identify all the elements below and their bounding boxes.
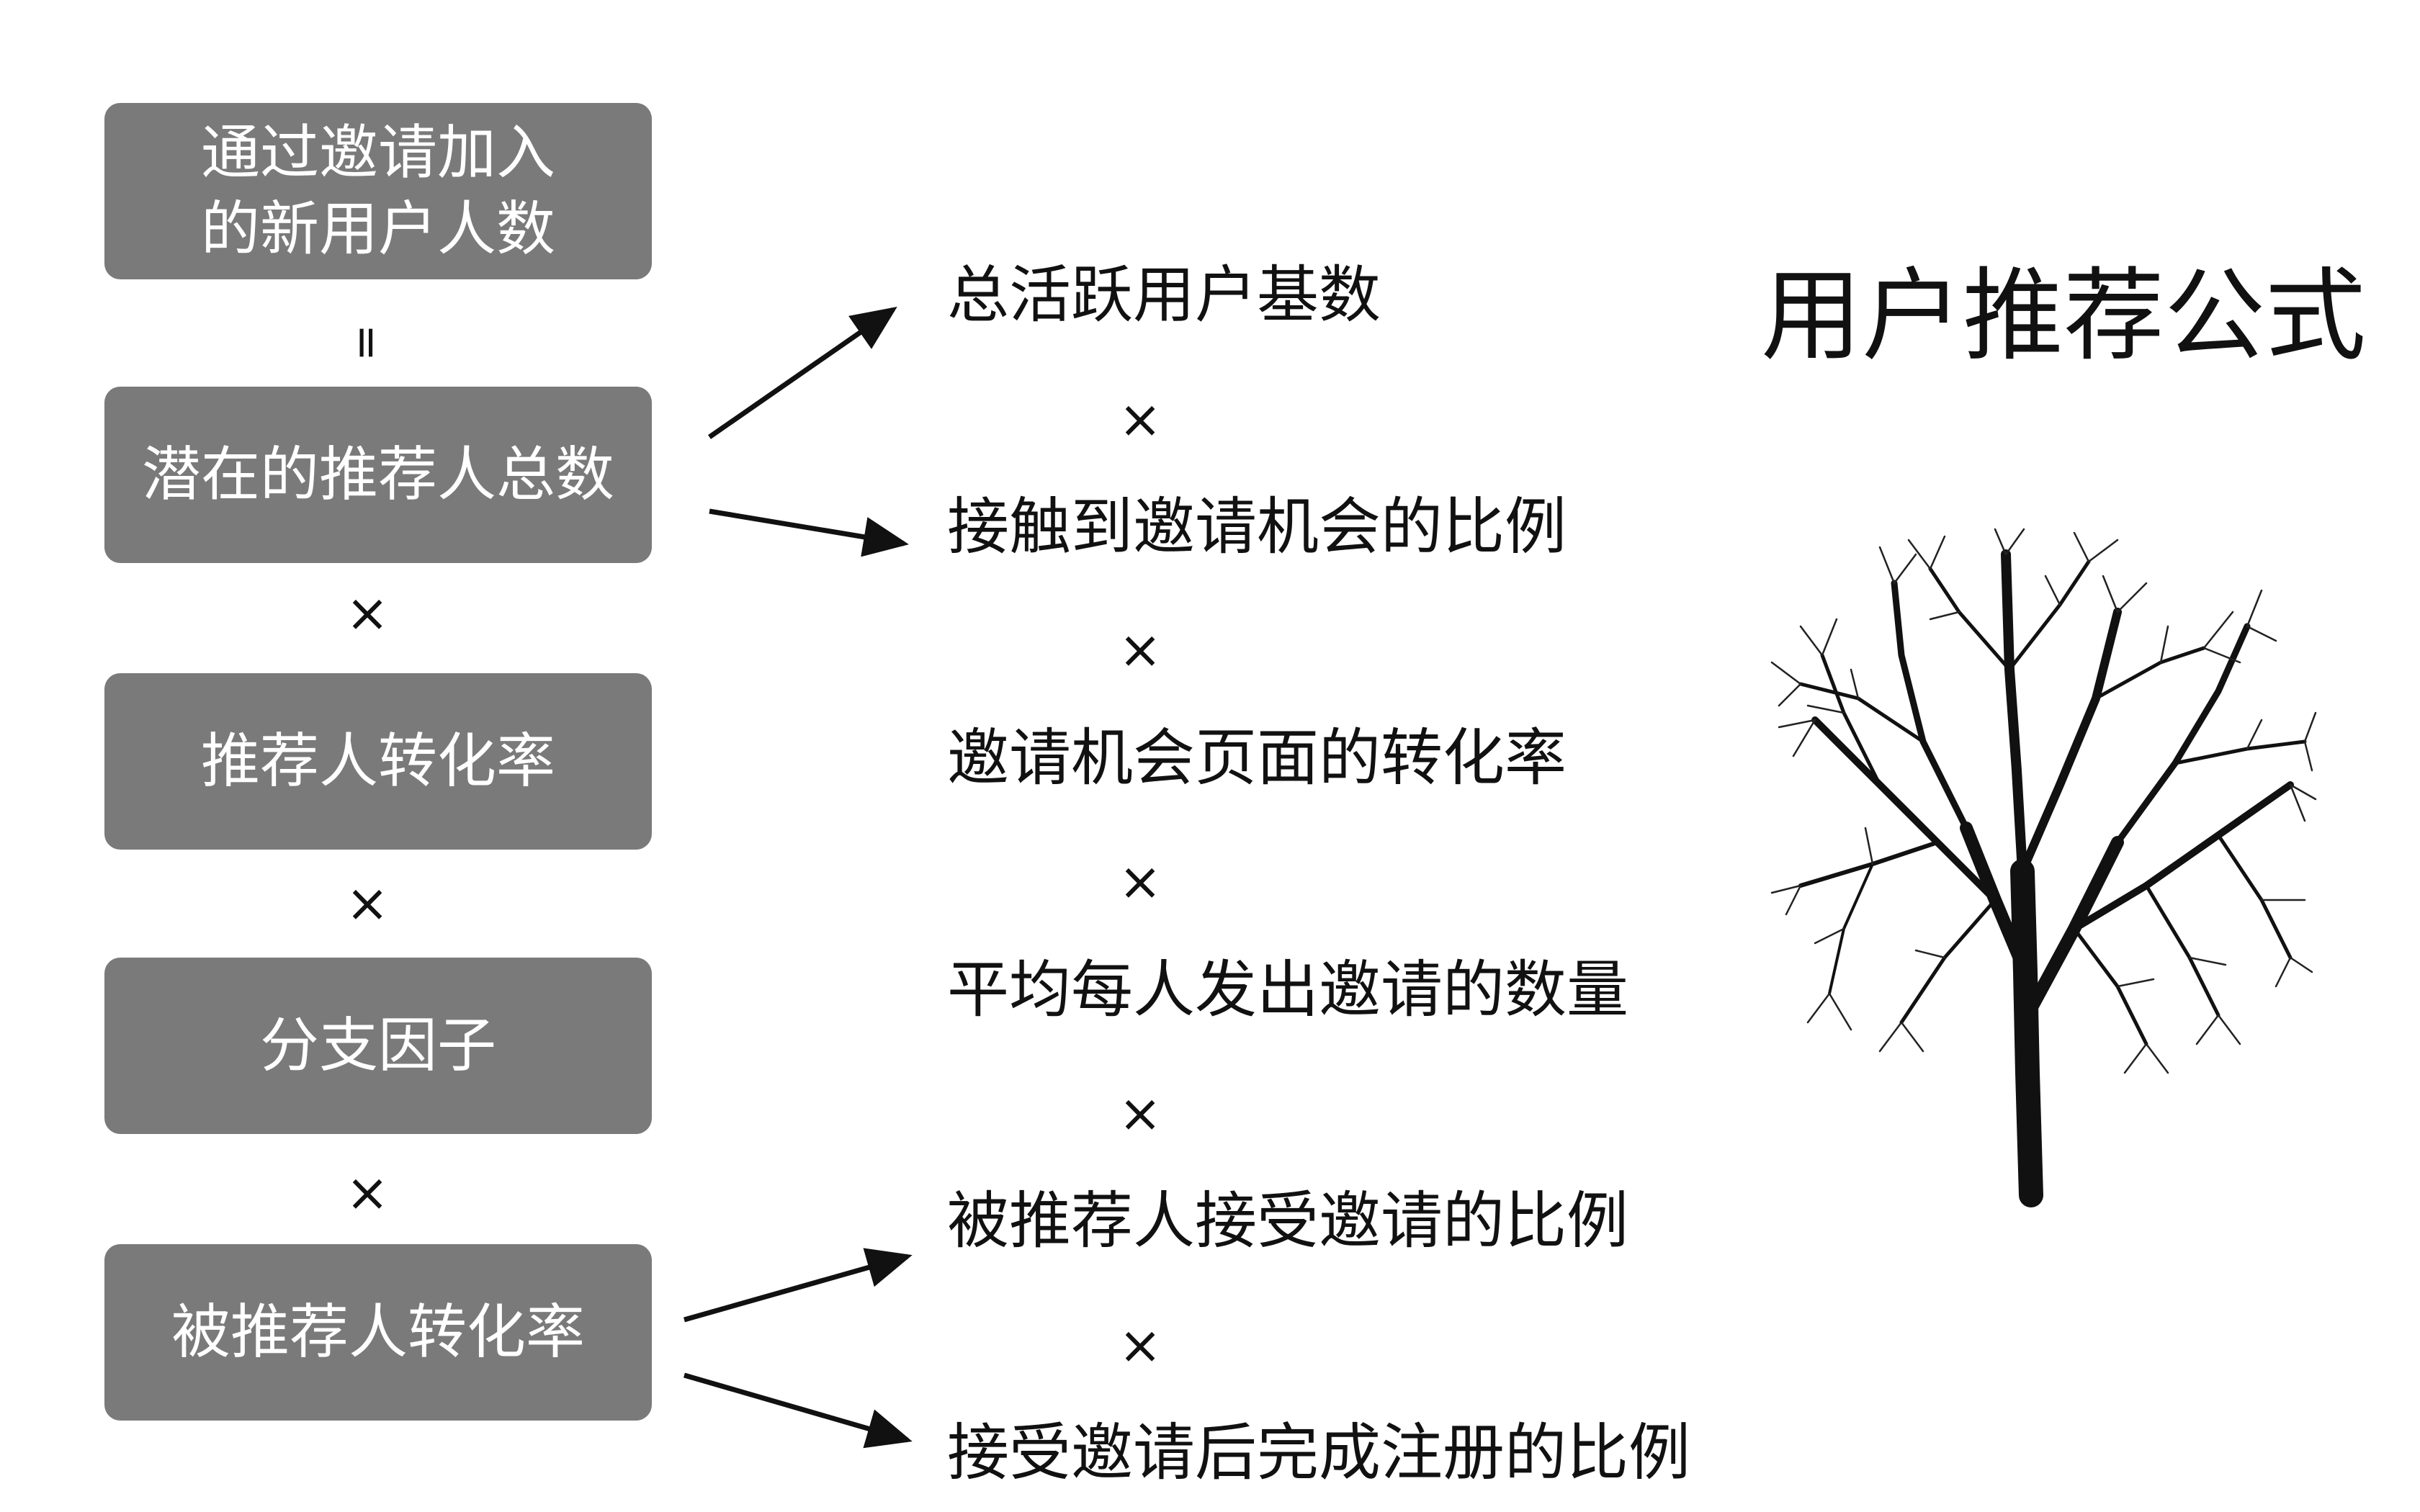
arrow-icon-3 (684, 1248, 913, 1323)
formula-term-4: 平均每人发出邀请的数量 (947, 954, 1628, 1026)
times-sign-r4: × (1118, 1083, 1162, 1143)
potential-referrers-box: 潜在的推荐人总数 (104, 387, 652, 563)
times-sign-2: × (345, 873, 390, 933)
times-sign-r3: × (1118, 851, 1162, 912)
new-users-box: 通过邀请加入 的新用户人数 (104, 103, 652, 279)
new-users-line2: 的新用户人数 (200, 194, 555, 264)
times-sign-3: × (345, 1162, 390, 1223)
times-sign-r2: × (1118, 619, 1162, 680)
diagram-title: 用户推荐公式 (1761, 258, 2367, 375)
formula-term-3: 邀请机会页面的转化率 (947, 722, 1567, 794)
new-users-line1: 通过邀请加入 (200, 118, 555, 187)
branching-factor-label: 分支因子 (259, 1011, 496, 1080)
referee-conversion-box: 被推荐人转化率 (104, 1244, 652, 1421)
times-sign-r5: × (1118, 1315, 1162, 1375)
formula-term-1: 总活跃用户基数 (947, 259, 1381, 331)
formula-term-5: 被推荐人接受邀请的比例 (947, 1185, 1628, 1257)
formula-term-6: 接受邀请后完成注册的比例 (947, 1417, 1690, 1489)
arrow-icon-2 (709, 508, 909, 557)
referrer-conversion-label: 推荐人转化率 (200, 726, 555, 796)
formula-term-2: 接触到邀请机会的比例 (947, 491, 1567, 563)
times-sign-1: × (345, 582, 390, 643)
arrow-icon-1 (708, 307, 897, 439)
referee-conversion-label: 被推荐人转化率 (171, 1297, 585, 1367)
referrer-conversion-box: 推荐人转化率 (104, 673, 652, 850)
arrow-icon-4 (684, 1372, 913, 1449)
potential-referrers-label: 潜在的推荐人总数 (141, 440, 614, 509)
branching-factor-box: 分支因子 (104, 958, 652, 1134)
tree-illustration (1770, 528, 2317, 1207)
times-sign-r1: × (1118, 389, 1162, 449)
